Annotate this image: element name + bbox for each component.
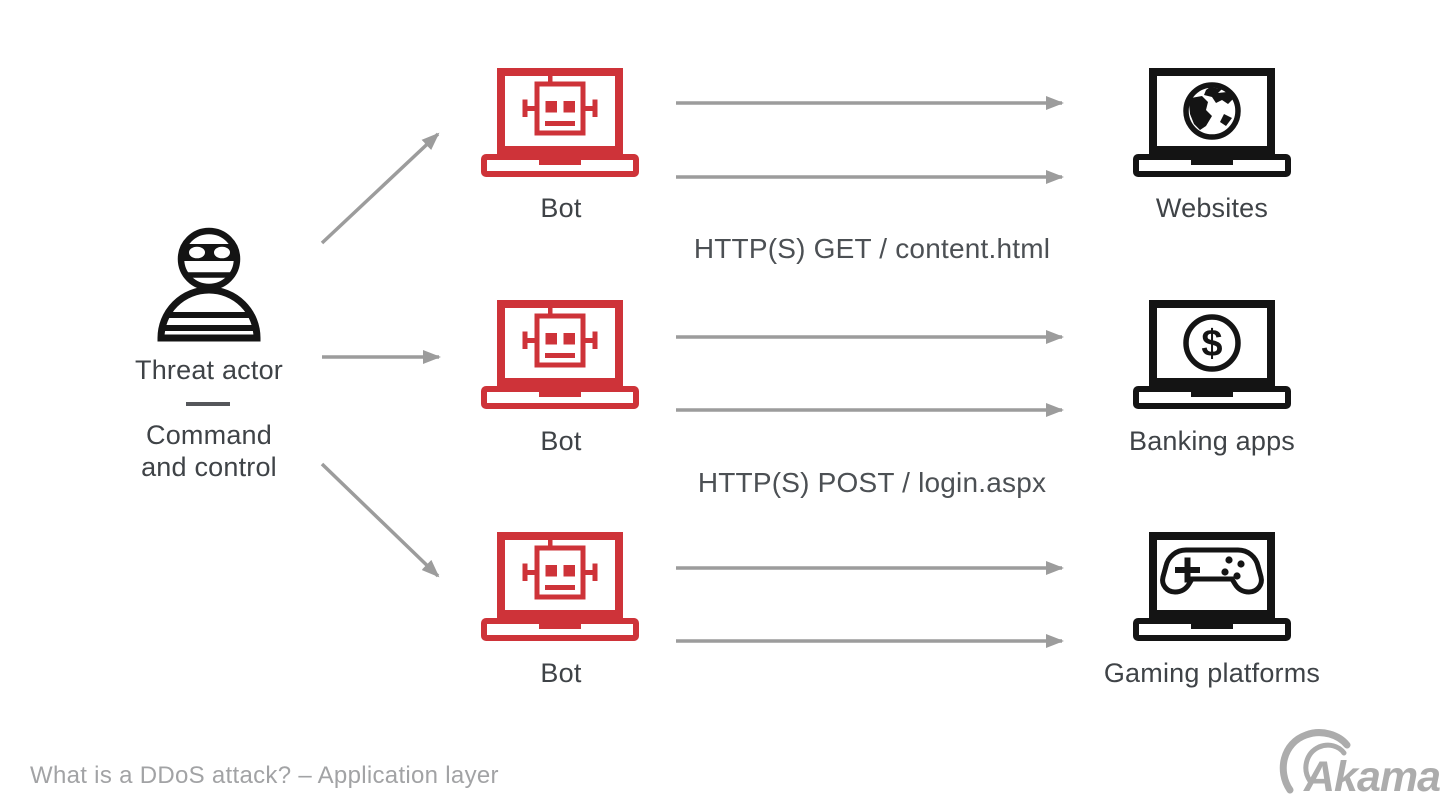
websites-label: Websites [1155,193,1269,223]
akamai-swoosh-inner [1303,742,1347,784]
threat-actor-label: Threat actor [135,355,283,385]
bot-laptop-icon-2 [480,298,640,411]
bot-laptop-icon-3 [480,530,640,643]
threat-actor-divider [186,402,230,406]
arrow-c2-to-bot-1 [320,132,440,245]
command-line-1: Command [146,420,272,450]
command-line-2: and control [141,452,277,482]
bot-label-3: Bot [540,658,582,688]
gaming-platforms-label: Gaming platforms [1103,658,1321,688]
websites-laptop-icon [1132,66,1292,179]
globe-icon [1186,85,1238,137]
akamai-swoosh-outer [1279,729,1351,794]
gaming-laptop-icon [1132,530,1292,643]
bot-label-1: Bot [540,193,582,223]
http-post-label: HTTP(S) POST / login.aspx [697,467,1047,498]
banking-laptop-icon [1132,298,1292,411]
bot-label-2: Bot [540,426,582,456]
arrow-c2-to-bot-3 [320,462,440,578]
command-and-control-label: Command and control [84,419,334,483]
threat-actor-icon [157,227,261,342]
bot-laptop-icon-1 [480,66,640,179]
footer-caption: What is a DDoS attack? – Application lay… [30,762,499,789]
gamepad-icon [1163,550,1262,592]
dollar-icon [1186,317,1238,369]
banking-apps-label: Banking apps [1128,426,1296,456]
http-get-label: HTTP(S) GET / content.html [693,233,1051,264]
akamai-logo: Akamai [1279,729,1440,801]
akamai-wordmark: Akamai [1303,753,1440,801]
